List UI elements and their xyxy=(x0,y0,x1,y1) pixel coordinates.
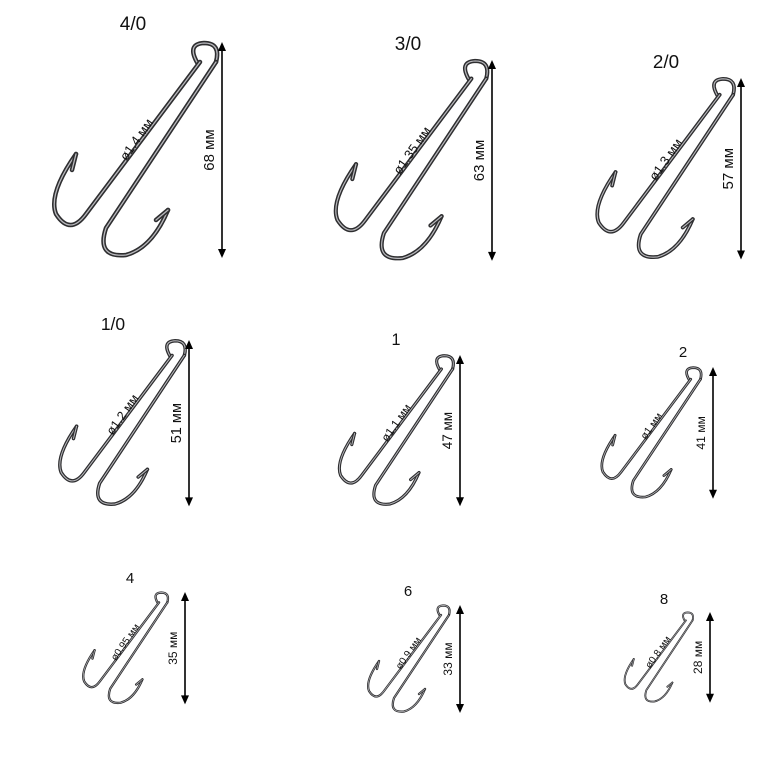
hook-length-label: 68 мм xyxy=(201,129,218,170)
hook-length-label: 47 мм xyxy=(440,412,455,449)
hook-diameter-label: ø0.8 мм xyxy=(644,634,674,670)
length-arrow xyxy=(456,605,464,713)
hook-length-label: 41 мм xyxy=(694,416,708,450)
double-hook-icon xyxy=(337,354,455,506)
hook-size-label: 4 xyxy=(126,570,134,587)
length-arrow xyxy=(737,78,745,260)
length-arrow xyxy=(706,612,714,703)
double-hook-icon xyxy=(367,604,451,713)
hook-size-label: 4/0 xyxy=(120,14,146,35)
hook-diameter-label: ø0.95 мм xyxy=(109,622,142,663)
hook-length-label: 35 мм xyxy=(166,632,180,665)
hook-length-label: 63 мм xyxy=(471,140,488,181)
hook-item: 6 33 мм ø0.9 мм xyxy=(367,583,464,713)
hook-diameter-label: ø1.4 мм xyxy=(117,116,157,164)
hook-size-label: 8 xyxy=(660,591,668,608)
length-arrow xyxy=(218,42,226,258)
hook-length-label: 57 мм xyxy=(720,148,737,189)
length-arrow xyxy=(488,60,496,261)
hook-diameter-label: ø0.9 мм xyxy=(394,635,424,671)
length-arrow xyxy=(181,592,189,705)
hook-length-label: 33 мм xyxy=(441,642,455,675)
hook-item: 4 35 мм ø0.95 мм xyxy=(82,570,189,705)
double-hook-icon xyxy=(600,366,703,499)
length-arrow xyxy=(185,340,193,507)
double-hook-icon xyxy=(333,58,490,261)
hook-size-label: 6 xyxy=(404,583,412,600)
length-arrow xyxy=(709,367,717,499)
double-hook-icon xyxy=(623,611,694,703)
double-hook-icon xyxy=(51,40,220,258)
hook-item: 8 28 мм ø0.8 мм xyxy=(623,591,714,703)
double-hook-icon xyxy=(58,339,187,506)
hook-size-label: 3/0 xyxy=(395,34,421,55)
hook-size-label: 2 xyxy=(679,344,687,361)
hook-length-label: 51 мм xyxy=(169,403,185,443)
hook-item: 4/0 68 мм ø1.4 мм xyxy=(51,14,226,258)
length-arrow xyxy=(456,355,464,507)
double-hook-icon xyxy=(82,591,170,705)
hook-size-label: 1/0 xyxy=(101,314,126,334)
hook-size-label: 1 xyxy=(392,331,401,349)
hook-length-label: 28 мм xyxy=(691,641,705,674)
double-hook-icon xyxy=(595,76,736,260)
hook-size-label: 2/0 xyxy=(653,51,679,72)
